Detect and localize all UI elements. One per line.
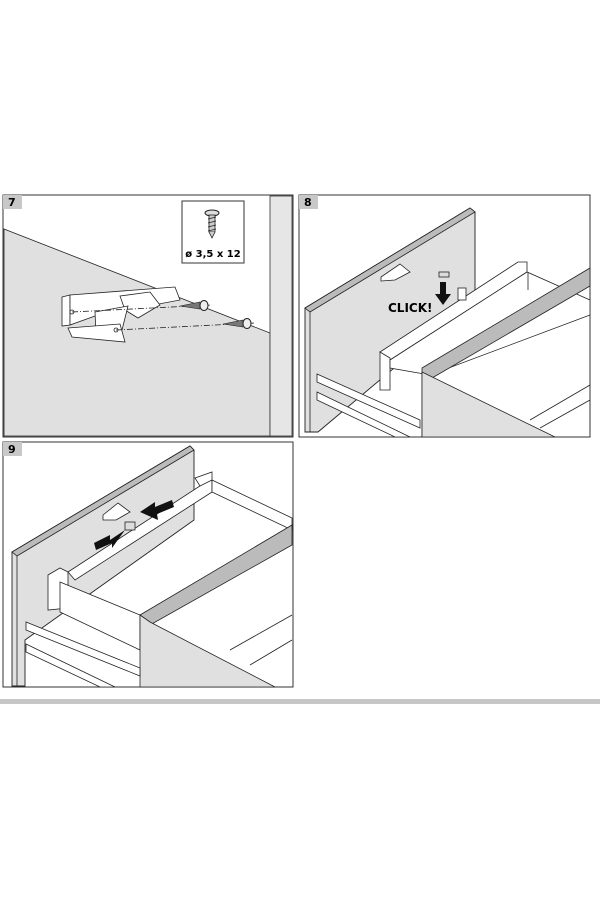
clip-icon — [124, 521, 136, 531]
step-9-number: 9 — [8, 443, 16, 456]
down-arrow-icon — [435, 282, 451, 305]
page-divider — [0, 699, 600, 704]
screw-icon — [222, 318, 252, 329]
step-7-label-bg — [3, 195, 22, 209]
clip-icon — [438, 271, 450, 278]
step-9-panel: 9 — [2, 441, 294, 688]
right-arrow-icon — [94, 530, 125, 550]
bracket-icon — [102, 502, 131, 521]
step-7-number: 7 — [8, 196, 16, 209]
step-7-panel: 7 ø 3,5 x 12 — [2, 194, 294, 438]
screw-spec-text: ø 3,5 x 12 — [185, 249, 240, 260]
screw-spec-box: ø 3,5 x 12 — [181, 200, 245, 264]
bracket-icon — [380, 263, 411, 282]
screw-icon — [179, 300, 209, 311]
drawer-bracket — [61, 286, 181, 343]
step-8-panel: CLICK! 8 — [298, 194, 591, 438]
left-arrow-icon — [140, 500, 174, 520]
step-8-number: 8 — [304, 196, 312, 209]
screw-icon — [204, 209, 220, 239]
click-callout: CLICK! — [388, 301, 433, 315]
